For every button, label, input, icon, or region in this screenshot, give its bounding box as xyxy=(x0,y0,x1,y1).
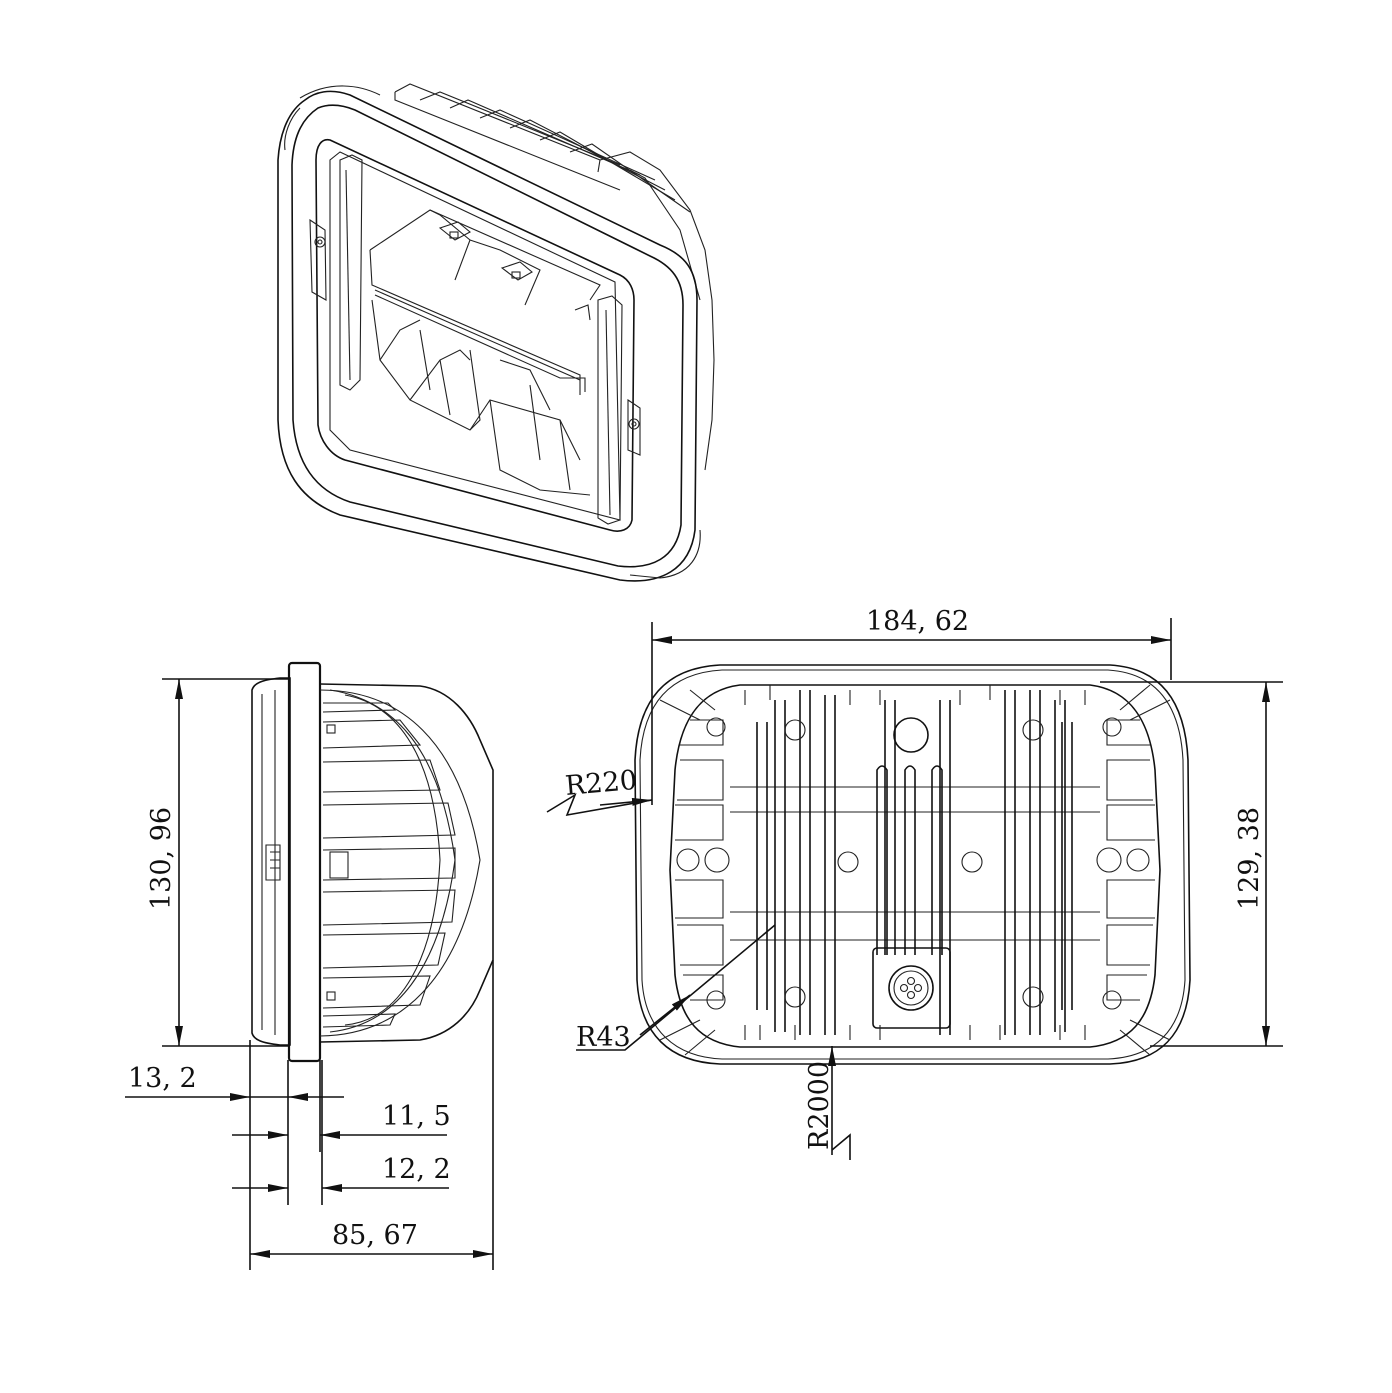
dim-flange-thickness-b: 12, 2 xyxy=(382,1154,451,1185)
side-view xyxy=(251,661,494,1063)
dim-flange-thickness-a: 11, 5 xyxy=(382,1101,451,1132)
dim-radius-side: R220 xyxy=(564,765,638,802)
dim-flange-offset: 13, 2 xyxy=(128,1063,197,1094)
dim-radius-corner: R43 xyxy=(576,1022,631,1053)
dim-side-height: 130, 96 xyxy=(146,807,177,910)
rear-view xyxy=(634,664,1191,1065)
dim-rear-height: 129, 38 xyxy=(1234,807,1265,910)
dimension-lines xyxy=(125,618,1283,1270)
dim-overall-depth: 85, 67 xyxy=(332,1220,418,1251)
dim-radius-bottom: R2000 xyxy=(804,1061,835,1150)
isometric-view xyxy=(277,83,715,582)
dim-overall-width: 184, 62 xyxy=(866,606,969,637)
